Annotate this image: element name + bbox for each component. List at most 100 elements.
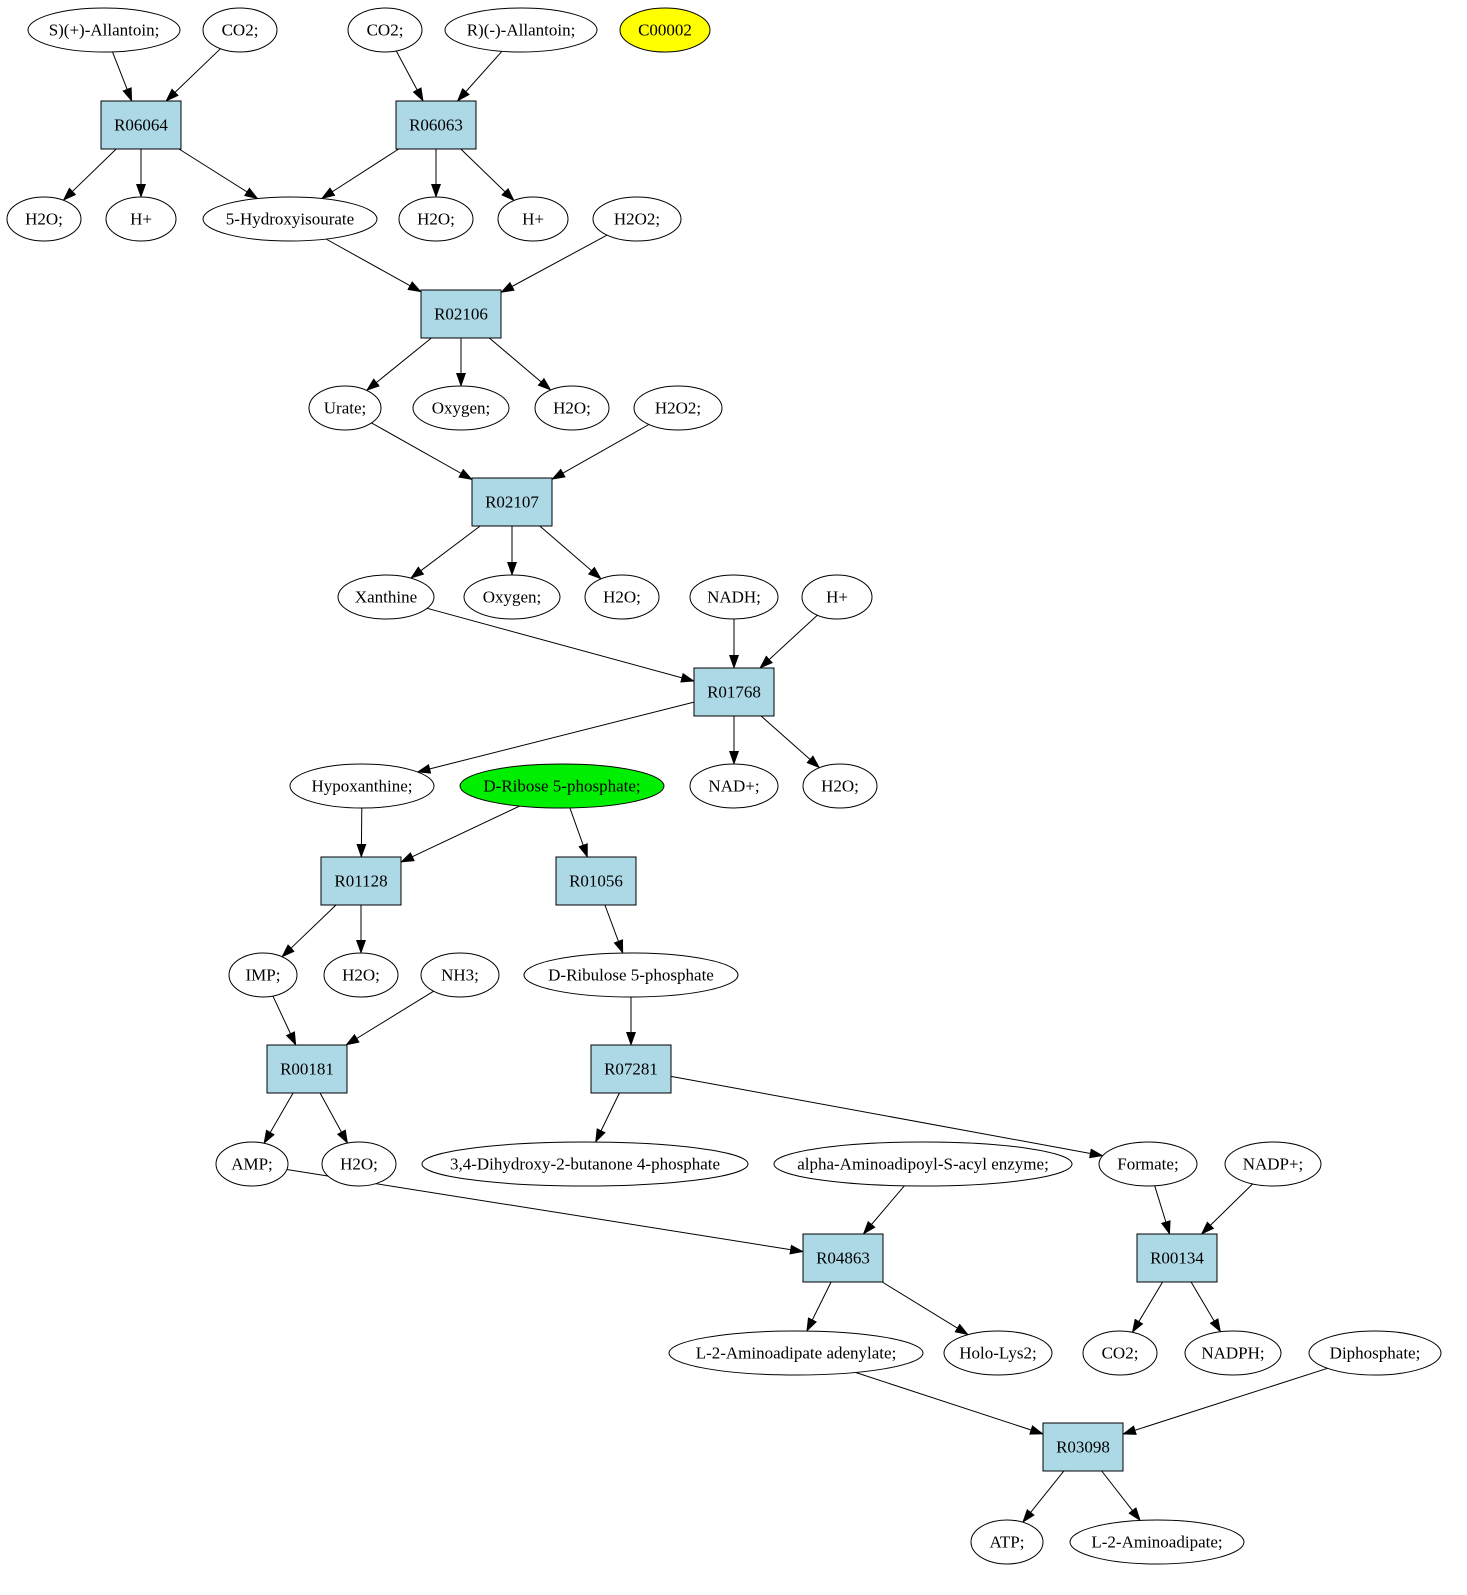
node-label: H2O; [25, 210, 63, 229]
compound-ellipse [202, 7, 278, 53]
compound-ellipse [633, 385, 723, 431]
compound-node-h2o-f: H2O; [323, 952, 399, 998]
reaction-box [266, 1044, 348, 1094]
compound-node-r-allantoin: R)(-)-Allantoin; [444, 7, 598, 53]
compound-ellipse [459, 763, 665, 809]
node-label: Oxygen; [483, 588, 542, 607]
compound-ellipse [463, 574, 561, 620]
compound-node-co2-c: CO2; [1082, 1330, 1158, 1376]
node-label: NADH; [707, 588, 761, 607]
node-label: L-2-Aminoadipate adenylate; [696, 1344, 897, 1363]
compound-node-co2-b: CO2; [347, 7, 423, 53]
compound-ellipse [412, 385, 510, 431]
compound-node-h2o-c: H2O; [534, 385, 610, 431]
node-label: R01128 [334, 872, 387, 891]
node-label: R02107 [485, 493, 539, 512]
compound-ellipse [689, 574, 779, 620]
compound-node-nadplus: NAD+; [689, 763, 779, 809]
reaction-node-r04863: R04863 [802, 1233, 884, 1283]
edge-r-allantoin-to-r06063 [456, 50, 503, 102]
reaction-node-r06064: R06064 [100, 100, 182, 150]
compound-ellipse [321, 1141, 397, 1187]
node-label: CO2; [222, 21, 259, 40]
compound-node-co2-a: CO2; [202, 7, 278, 53]
compound-ellipse [337, 574, 435, 620]
compound-ellipse [398, 196, 474, 242]
node-label: 5-Hydroxyisourate [226, 210, 354, 229]
node-label: H2O2; [614, 210, 660, 229]
edge-r03098-to-atp [1022, 1470, 1065, 1523]
reaction-node-r02106: R02106 [420, 289, 502, 339]
node-label: IMP; [246, 966, 281, 985]
compound-ellipse [420, 952, 500, 998]
edge-r07281-to-dhbp [595, 1092, 620, 1143]
compound-ellipse [1069, 1519, 1245, 1565]
edge-r02106-to-h2o-c [488, 337, 552, 391]
reaction-box [1042, 1422, 1124, 1472]
edge-r03098-to-aminoadipate [1101, 1470, 1141, 1522]
reaction-box [590, 1044, 672, 1094]
compound-ellipse [943, 1330, 1053, 1376]
node-label: H2O; [417, 210, 455, 229]
edge-ribose5p-to-r01128 [400, 805, 520, 863]
compound-ellipse [1224, 1141, 1322, 1187]
compound-node-s-allantoin: S)(+)-Allantoin; [27, 7, 181, 53]
compound-node-aminoadipoyl: alpha-Aminoadipoyl-S-acyl enzyme; [773, 1141, 1073, 1187]
node-label: R07281 [604, 1060, 658, 1079]
edge-xanthine-to-r01768 [427, 607, 695, 683]
node-label: D-Ribose 5-phosphate; [483, 777, 640, 796]
edge-hplus-c-to-r01768 [759, 614, 818, 669]
edge-r06064-to-h2o-a [62, 148, 117, 201]
node-label: H2O; [603, 588, 641, 607]
compound-ellipse [523, 952, 739, 998]
edge-r02107-to-h2o-d [539, 525, 602, 580]
compound-node-h2o-g: H2O; [321, 1141, 397, 1187]
edge-nadpplus-to-r00134 [1200, 1183, 1254, 1235]
nodes-layer: S)(+)-Allantoin; CO2; CO2; R)(-)-Allantoin;… [6, 7, 1442, 1565]
edge-r01768-to-hypoxanthine [416, 701, 695, 774]
reaction-box [1136, 1233, 1218, 1283]
reaction-node-r06063: R06063 [395, 100, 477, 150]
node-label: R01056 [569, 872, 623, 891]
compound-node-nadh: NADH; [689, 574, 779, 620]
compound-ellipse [1098, 1141, 1198, 1187]
compound-ellipse [584, 574, 660, 620]
edge-r02107-to-xanthine [410, 525, 481, 579]
compound-node-h2o-d: H2O; [584, 574, 660, 620]
edge-diphosphate-to-r03098 [1122, 1367, 1328, 1435]
compound-ellipse [1082, 1330, 1158, 1376]
edge-r01056-to-ribulose5p [604, 904, 624, 955]
compound-ellipse [105, 196, 177, 242]
compound-node-h2o-a: H2O; [6, 196, 82, 242]
compound-ellipse [289, 763, 435, 809]
edge-co2-b-to-r06063 [395, 50, 424, 102]
node-label: R00181 [280, 1060, 334, 1079]
node-label: Diphosphate; [1330, 1344, 1421, 1363]
node-label: R06063 [409, 116, 463, 135]
compound-node-aminoadipate: L-2-Aminoadipate; [1069, 1519, 1245, 1565]
compound-ellipse [801, 574, 873, 620]
reaction-node-r01128: R01128 [320, 856, 402, 906]
edge-r00181-to-amp [263, 1092, 294, 1145]
compound-node-nadpplus: NADP+; [1224, 1141, 1322, 1187]
compound-node-hplus-c: H+ [801, 574, 873, 620]
reaction-node-r00181: R00181 [266, 1044, 348, 1094]
node-label: Formate; [1117, 1155, 1178, 1174]
node-label: R06064 [114, 116, 168, 135]
compound-ellipse [534, 385, 610, 431]
reaction-node-r07281: R07281 [590, 1044, 672, 1094]
compound-node-hplus-a: H+ [105, 196, 177, 242]
node-label: Holo-Lys2; [959, 1344, 1036, 1363]
compound-ellipse [1184, 1330, 1282, 1376]
compound-ellipse [421, 1141, 749, 1187]
reaction-box [420, 289, 502, 339]
node-label: H+ [130, 210, 152, 229]
compound-node-h2o2-b: H2O2; [633, 385, 723, 431]
reaction-node-r01056: R01056 [555, 856, 637, 906]
node-label: H+ [826, 588, 848, 607]
edge-nh3-to-r00181 [345, 990, 434, 1046]
compound-node-urate: Urate; [308, 385, 382, 431]
compound-ellipse [215, 1141, 289, 1187]
node-label: NADPH; [1201, 1344, 1264, 1363]
